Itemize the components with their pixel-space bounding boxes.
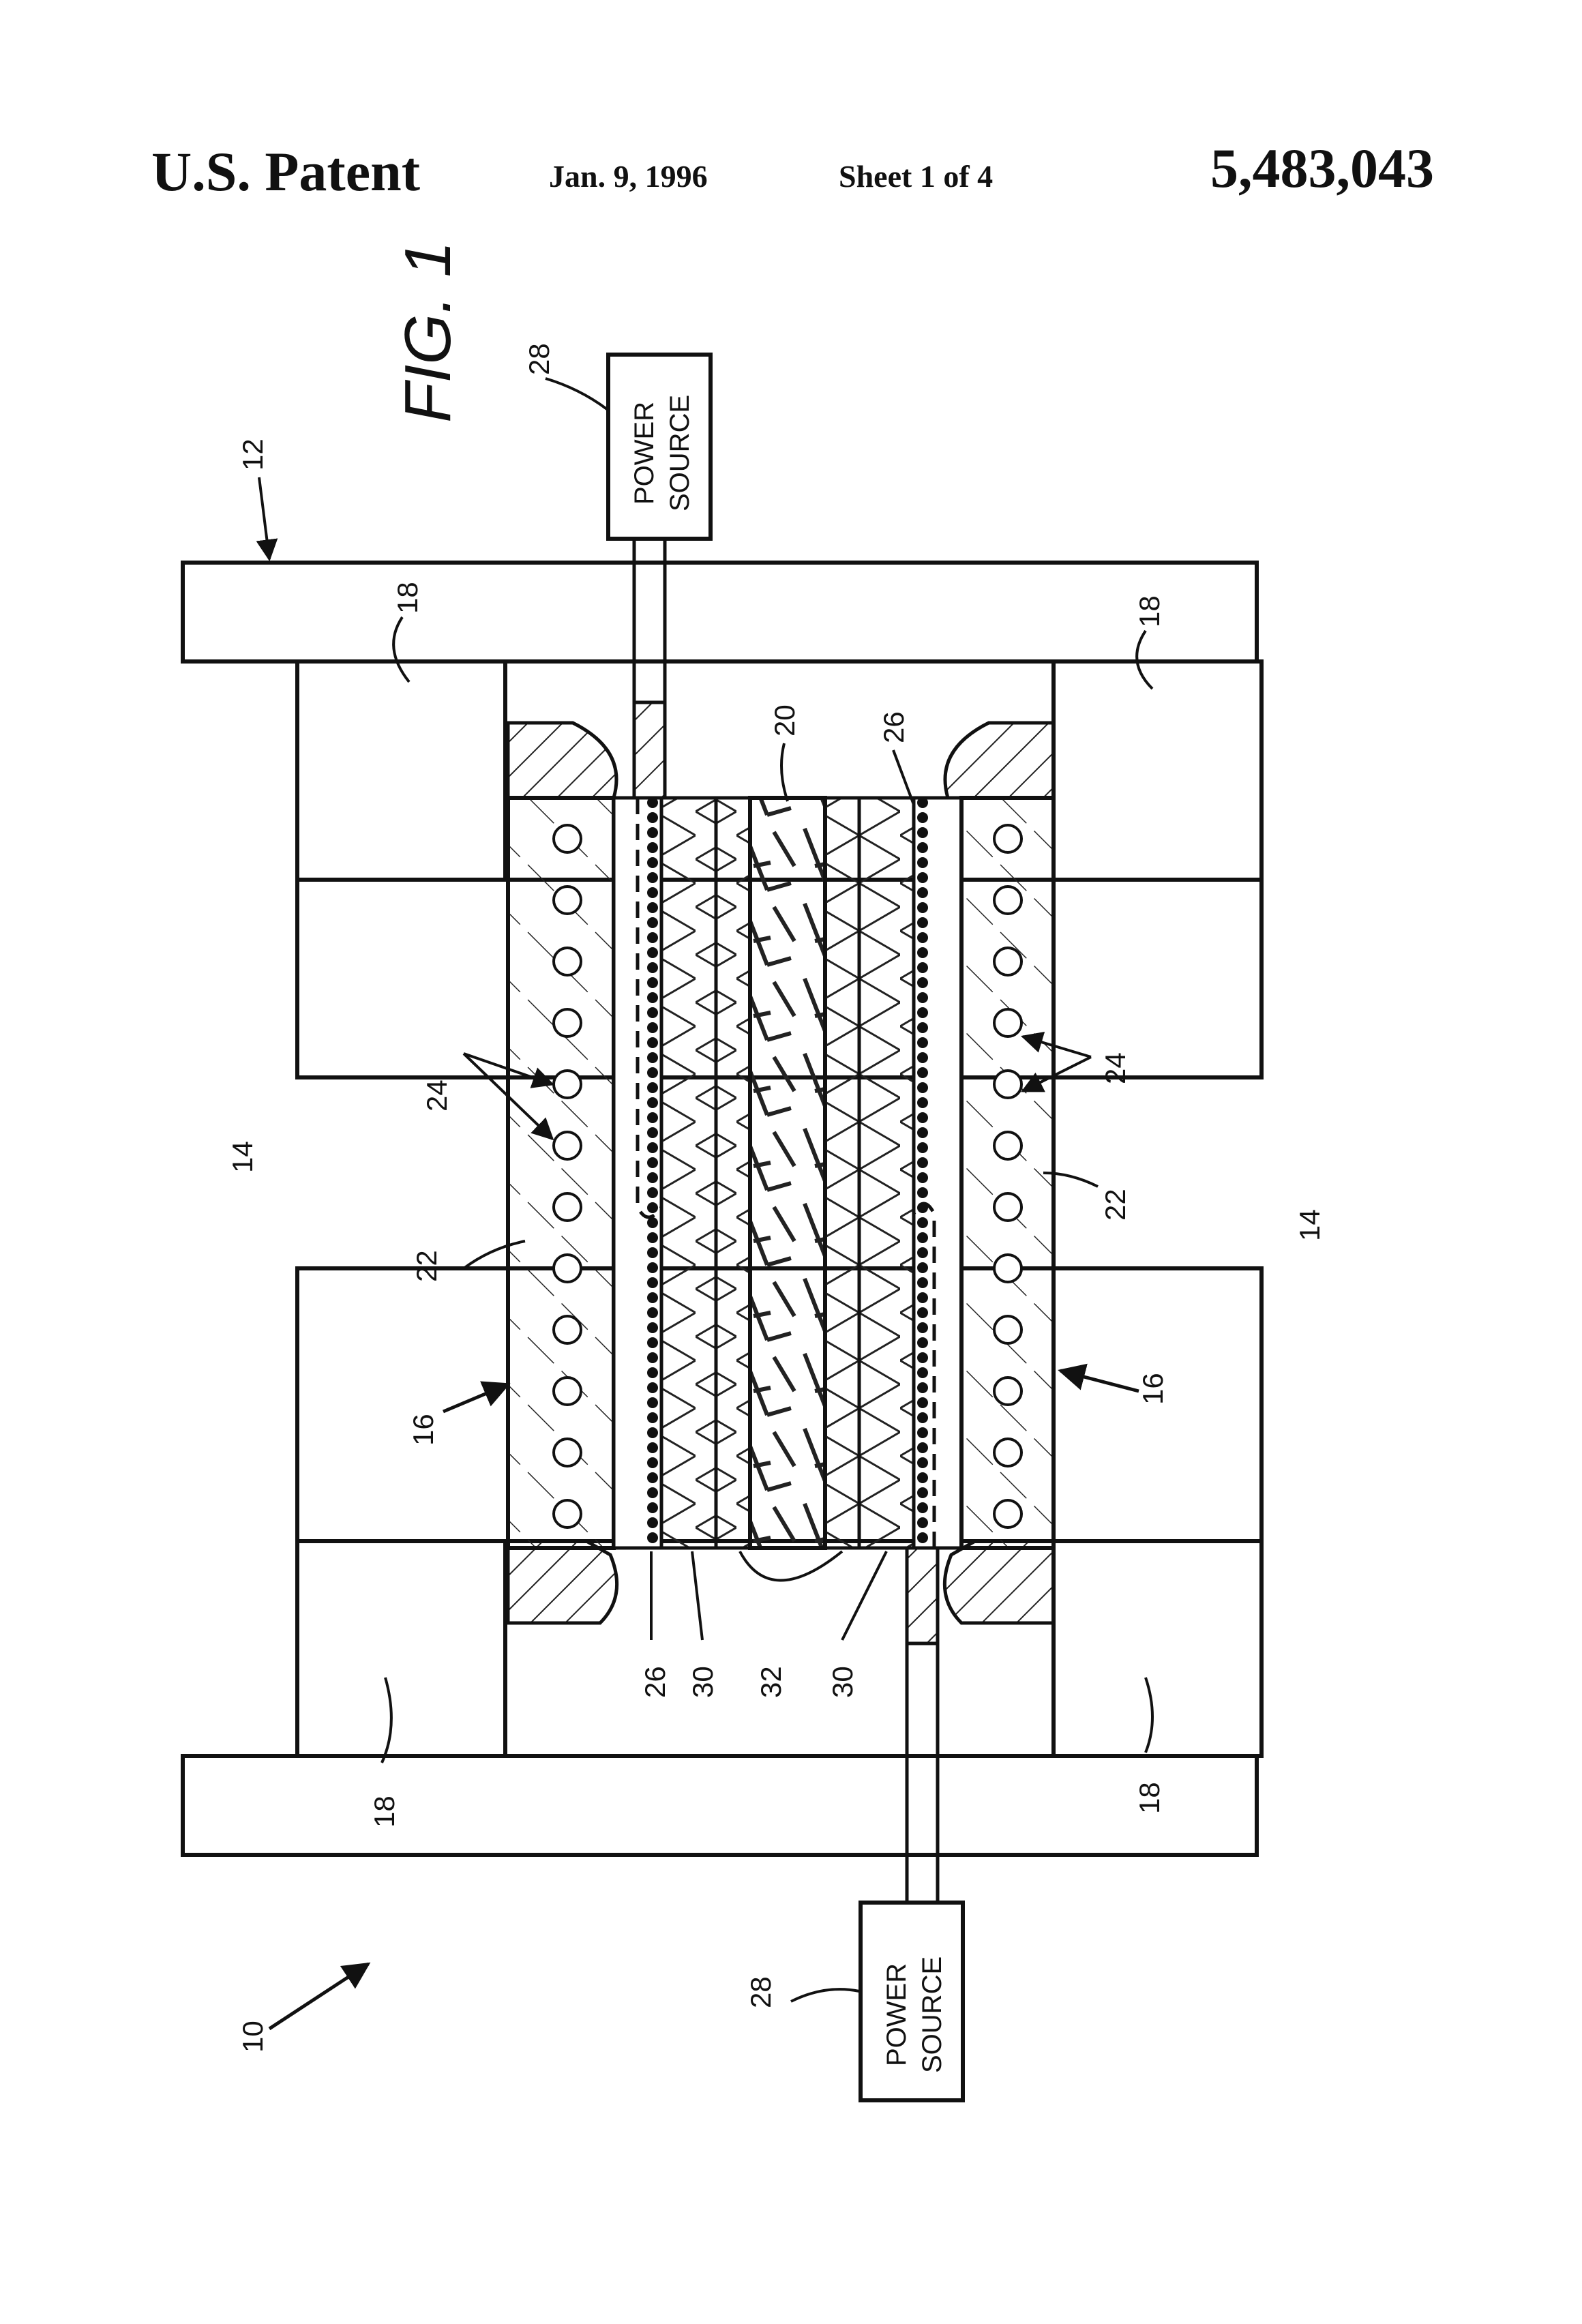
leader-26-lower bbox=[892, 749, 915, 805]
leader-30-right bbox=[841, 1551, 888, 1641]
insulator-lower bbox=[959, 796, 1056, 1550]
leader-22-upper bbox=[462, 1240, 526, 1270]
seal-upper-right bbox=[943, 721, 1056, 800]
figure-label: FIG. 1 bbox=[391, 241, 464, 423]
leader-10 bbox=[268, 1962, 371, 2031]
leader-18-lower-right bbox=[1144, 1677, 1154, 1753]
patent-header-sheet: Sheet 1 of 4 bbox=[839, 159, 994, 194]
ref-26-upper: 26 bbox=[639, 1666, 671, 1698]
ref-24-lower: 24 bbox=[1099, 1052, 1131, 1084]
insulator-upper bbox=[506, 796, 616, 1550]
ref-24-upper: 24 bbox=[421, 1079, 453, 1112]
power-lead-upper bbox=[632, 539, 667, 1219]
ref-16-upper: 16 bbox=[407, 1414, 439, 1446]
patent-header-number: 5,483,043 bbox=[1210, 137, 1434, 199]
ref-14-lower: 14 bbox=[1294, 1209, 1326, 1241]
patent-header-title: U.S. Patent bbox=[151, 140, 421, 203]
ref-18-upper-right: 18 bbox=[1133, 595, 1165, 627]
ref-20: 20 bbox=[768, 704, 801, 736]
power-source-lower-line1: POWER bbox=[882, 1963, 912, 2066]
leader-18-lower-left bbox=[380, 1677, 393, 1763]
leader-18-upper-right bbox=[1135, 629, 1154, 690]
power-source-lower-line2: SOURCE bbox=[917, 1956, 947, 2073]
inner-layer-lower bbox=[823, 796, 861, 1550]
leader-16-upper bbox=[443, 1381, 511, 1414]
patent-header-date: Jan. 9, 1996 bbox=[549, 159, 708, 194]
workpiece-core bbox=[748, 796, 827, 1550]
leader-24-lower-a bbox=[1020, 1031, 1092, 1058]
cooling-channels-upper bbox=[552, 824, 582, 1529]
ref-18-lower-right: 18 bbox=[1133, 1782, 1165, 1814]
leader-20 bbox=[780, 743, 789, 802]
power-source-upper-line1: POWER bbox=[629, 402, 659, 505]
leader-12 bbox=[256, 477, 278, 562]
ref-18-lower-left: 18 bbox=[368, 1796, 400, 1828]
platen-lower bbox=[181, 1754, 1259, 1857]
power-lead-lower bbox=[905, 1202, 940, 1903]
ref-26-lower: 26 bbox=[878, 711, 910, 743]
outer-layer-lower bbox=[857, 796, 916, 1550]
ref-14-upper: 14 bbox=[226, 1141, 258, 1173]
ref-30-right: 30 bbox=[826, 1666, 859, 1698]
ref-30-left: 30 bbox=[687, 1666, 719, 1698]
outer-layer-upper bbox=[659, 796, 718, 1550]
seal-lower-left bbox=[506, 1539, 619, 1625]
inner-layer-upper bbox=[714, 796, 752, 1550]
leader-32 bbox=[738, 1550, 844, 1582]
ref-22-upper: 22 bbox=[411, 1250, 443, 1282]
leader-24-upper-b bbox=[462, 1052, 554, 1141]
leader-24-upper-a bbox=[463, 1052, 555, 1088]
power-source-lower bbox=[859, 1901, 965, 2102]
heater-beads-lower bbox=[914, 798, 931, 1548]
leader-22-lower bbox=[1043, 1172, 1099, 1188]
leader-28-lower bbox=[790, 1988, 860, 2003]
ref-18-upper-left: 18 bbox=[391, 582, 423, 614]
seal-upper-left bbox=[506, 721, 618, 800]
ref-22-lower: 22 bbox=[1099, 1189, 1131, 1221]
heater-beads-upper bbox=[644, 798, 661, 1548]
ref-28-upper: 28 bbox=[523, 343, 555, 375]
ref-32: 32 bbox=[755, 1666, 787, 1698]
cooling-channels-lower bbox=[993, 824, 1023, 1529]
ref-10: 10 bbox=[237, 2021, 269, 2053]
seal-lower-right bbox=[942, 1539, 1056, 1625]
ref-28-lower: 28 bbox=[745, 1976, 777, 2008]
leader-30-left bbox=[691, 1551, 704, 1641]
power-source-upper-line2: SOURCE bbox=[665, 395, 695, 511]
ref-16-lower: 16 bbox=[1137, 1373, 1169, 1405]
power-source-upper bbox=[606, 353, 713, 541]
leader-16-lower bbox=[1058, 1363, 1139, 1393]
leader-18-upper-left bbox=[392, 616, 411, 683]
leader-28-upper bbox=[545, 377, 608, 411]
platen-upper bbox=[181, 561, 1259, 664]
ref-12: 12 bbox=[237, 438, 269, 471]
leader-24-lower-b bbox=[1021, 1056, 1092, 1092]
